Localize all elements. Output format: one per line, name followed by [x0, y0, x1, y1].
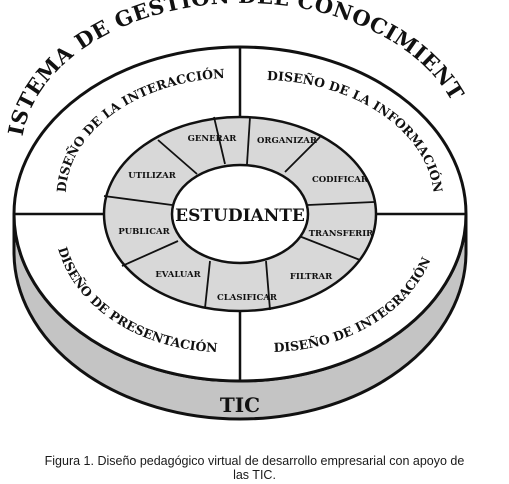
ring-label-organizar: ORGANIZAR — [257, 136, 318, 146]
ring-label-codificar: CODIFICAR — [312, 175, 369, 185]
caption-line-1: Figura 1. Diseño pedagógico virtual de d… — [44, 454, 465, 468]
base-label: TIC — [220, 393, 260, 417]
ring-label-utilizar: UTILIZAR — [128, 171, 176, 181]
ring-label-evaluar: EVALUAR — [155, 270, 201, 280]
ring-label-transferir: TRANSFERIR — [309, 229, 374, 239]
student-center — [170, 163, 310, 265]
ring-label-filtrar: FILTRAR — [290, 272, 333, 282]
ring-segment-dividers — [103, 116, 375, 311]
center-label: ESTUDIANTE — [175, 206, 305, 226]
caption-line-2: las TIC. — [233, 468, 276, 482]
ring-label-generar: GENERAR — [188, 134, 238, 144]
ring-label-clasificar: CLASIFICAR — [217, 293, 278, 303]
ring-label-publicar: PUBLICAR — [118, 227, 170, 237]
